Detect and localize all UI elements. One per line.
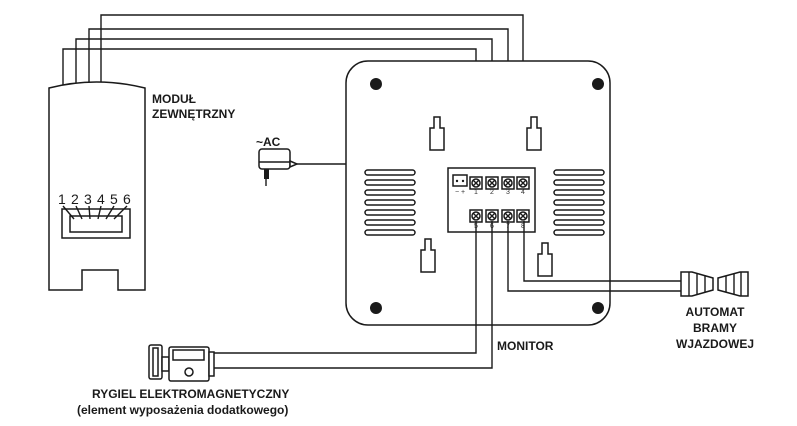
- gate-wire-1: [507, 221, 681, 292]
- terminal-label: 3: [506, 189, 510, 196]
- terminal-label: 8: [521, 223, 525, 230]
- lock-wire-1: [214, 221, 477, 354]
- grille-slot: [364, 169, 416, 176]
- lock-label: RYGIEL ELEKTROMAGNETYCZNY: [92, 387, 289, 401]
- pin-label: 5: [110, 191, 118, 207]
- speaker-grille-right: [553, 169, 605, 236]
- power-adapter-icon: [258, 148, 299, 186]
- pin-label: 3: [84, 191, 92, 207]
- grille-slot: [553, 209, 605, 216]
- pin-label: 2: [71, 191, 79, 207]
- grille-slot: [553, 179, 605, 186]
- lock-note-label: (element wyposażenia dodatkowego): [77, 403, 288, 417]
- grille-slot: [364, 179, 416, 186]
- screw-cross: [473, 180, 479, 186]
- grille-slot: [364, 219, 416, 226]
- outdoor-module-label: ZEWNĘTRZNY: [152, 107, 235, 121]
- mount-bracket: [420, 116, 553, 277]
- gate-label: BRAMY: [693, 321, 737, 335]
- electric-lock-icon: [148, 344, 215, 382]
- screw-cross: [520, 213, 526, 219]
- module-connector: [61, 205, 131, 239]
- screw-cross: [520, 180, 526, 186]
- outdoor-module: 1 2 3 4 5 6: [48, 81, 146, 291]
- lock-wire-2: [214, 221, 493, 369]
- screw-cross: [489, 213, 495, 219]
- screw-cross: [505, 213, 511, 219]
- terminal-label: 4: [521, 189, 525, 196]
- grille-slot: [364, 209, 416, 216]
- power-label: ~AC: [256, 135, 281, 149]
- gate-wire-2: [523, 221, 681, 282]
- monitor-label: MONITOR: [497, 339, 554, 353]
- grille-slot: [553, 189, 605, 196]
- pin-label: 4: [97, 191, 105, 207]
- gate-label: WJAZDOWEJ: [676, 337, 754, 351]
- gate-connector-icon: [680, 271, 749, 297]
- grille-slot: [364, 199, 416, 206]
- grille-slot: [364, 189, 416, 196]
- grille-slot: [364, 229, 416, 236]
- grille-slot: [553, 229, 605, 236]
- monitor: − + 1 2 3 4 5 6 7 8: [345, 60, 611, 326]
- grille-slot: [553, 199, 605, 206]
- gate-label: AUTOMAT: [686, 305, 746, 319]
- module-pin-labels: 1 2 3 4 5 6: [58, 191, 131, 207]
- grille-slot: [553, 219, 605, 226]
- speaker-grille-left: [364, 169, 416, 236]
- pin-label: 1: [58, 191, 66, 207]
- screw-cross: [473, 213, 479, 219]
- pin-label: 6: [123, 191, 131, 207]
- terminal-label: 1: [474, 189, 478, 196]
- screw-cross: [489, 180, 495, 186]
- screw-cross: [505, 180, 511, 186]
- terminal-label: 2: [490, 189, 494, 196]
- outdoor-module-label: MODUŁ: [152, 92, 196, 106]
- grille-slot: [553, 169, 605, 176]
- power-terminal-label: − +: [455, 189, 465, 196]
